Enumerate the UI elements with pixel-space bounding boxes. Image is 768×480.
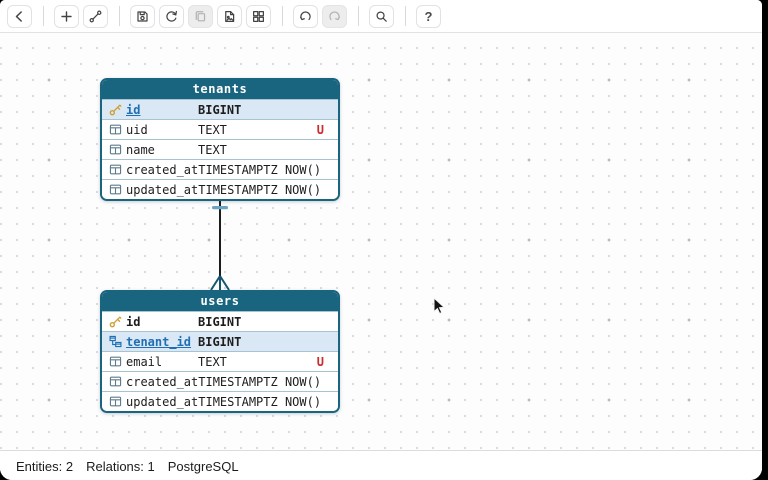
field-type: TEXT xyxy=(198,142,227,157)
search-button[interactable] xyxy=(369,4,394,28)
entity-title-users[interactable]: users xyxy=(102,292,338,311)
field-row-users-tenant_id[interactable]: tenant_id BIGINT xyxy=(102,331,338,351)
field-row-users-email[interactable]: email TEXT U xyxy=(102,351,338,371)
refresh-icon xyxy=(164,9,179,24)
field-name: updated_at xyxy=(126,182,199,197)
pen-link-icon xyxy=(88,9,103,24)
toolbar-separator xyxy=(358,6,359,26)
field-icon xyxy=(108,182,123,197)
draw-relation-button[interactable] xyxy=(83,4,108,28)
file-image-icon xyxy=(222,9,237,24)
export-image-button[interactable] xyxy=(217,4,242,28)
copy-button xyxy=(188,4,213,28)
toolbar-separator xyxy=(43,6,44,26)
field-icon xyxy=(108,374,123,389)
field-type: TIMESTAMPTZ NOW() xyxy=(198,162,322,177)
toolbar-separator xyxy=(282,6,283,26)
unique-badge: U xyxy=(316,354,324,369)
grid-icon xyxy=(251,9,266,24)
field-type: TIMESTAMPTZ NOW() xyxy=(198,182,322,197)
unique-badge: U xyxy=(316,122,324,137)
toolbar-separator xyxy=(119,6,120,26)
toolbar: ? xyxy=(0,0,762,33)
field-row-tenants-name[interactable]: name TEXT xyxy=(102,139,338,159)
field-name: id xyxy=(126,314,141,329)
field-type: BIGINT xyxy=(198,102,242,117)
dialect-label: PostgreSQL xyxy=(167,458,239,474)
field-name: id xyxy=(126,102,141,117)
key-icon xyxy=(108,314,123,329)
relation-icon xyxy=(108,334,123,349)
clipboard-icon xyxy=(193,9,208,24)
entities-count: Entities: 2 xyxy=(16,458,74,474)
plus-icon xyxy=(59,9,74,24)
field-name: uid xyxy=(126,122,148,137)
mouse-cursor xyxy=(433,296,446,320)
back-button[interactable] xyxy=(7,4,32,28)
key-icon xyxy=(108,102,123,117)
field-type: BIGINT xyxy=(198,314,242,329)
field-row-tenants-uid[interactable]: uid TEXT U xyxy=(102,119,338,139)
field-type: BIGINT xyxy=(198,334,242,349)
field-type: TEXT xyxy=(198,354,227,369)
field-name: email xyxy=(126,354,163,369)
chevron-left-icon xyxy=(12,9,27,24)
field-row-tenants-id[interactable]: id BIGINT xyxy=(102,99,338,119)
status-bar: Entities: 2 Relations: 1 PostgreSQL xyxy=(0,450,762,480)
field-type: TIMESTAMPTZ NOW() xyxy=(198,394,322,409)
field-name: tenant_id xyxy=(126,334,192,349)
field-icon xyxy=(108,122,123,137)
question-icon: ? xyxy=(424,8,433,24)
undo-icon xyxy=(298,9,313,24)
field-type: TEXT xyxy=(198,122,227,137)
help-button[interactable]: ? xyxy=(416,4,441,28)
redo-button xyxy=(322,4,347,28)
search-icon xyxy=(374,9,389,24)
layout-grid-button[interactable] xyxy=(246,4,271,28)
toolbar-separator xyxy=(405,6,406,26)
redo-icon xyxy=(327,9,342,24)
entity-title-tenants[interactable]: tenants xyxy=(102,80,338,99)
save-button[interactable] xyxy=(130,4,155,28)
field-icon xyxy=(108,162,123,177)
relations-count: Relations: 1 xyxy=(86,458,155,474)
field-row-users-id[interactable]: id BIGINT xyxy=(102,311,338,331)
add-table-button[interactable] xyxy=(54,4,79,28)
field-icon xyxy=(108,142,123,157)
field-name: name xyxy=(126,142,155,157)
field-name: updated_at xyxy=(126,394,199,409)
field-type: TIMESTAMPTZ NOW() xyxy=(198,374,322,389)
undo-button[interactable] xyxy=(293,4,318,28)
reload-button[interactable] xyxy=(159,4,184,28)
field-name: created_at xyxy=(126,162,199,177)
field-icon xyxy=(108,354,123,369)
field-icon xyxy=(108,394,123,409)
floppy-icon xyxy=(135,9,150,24)
field-name: created_at xyxy=(126,374,199,389)
